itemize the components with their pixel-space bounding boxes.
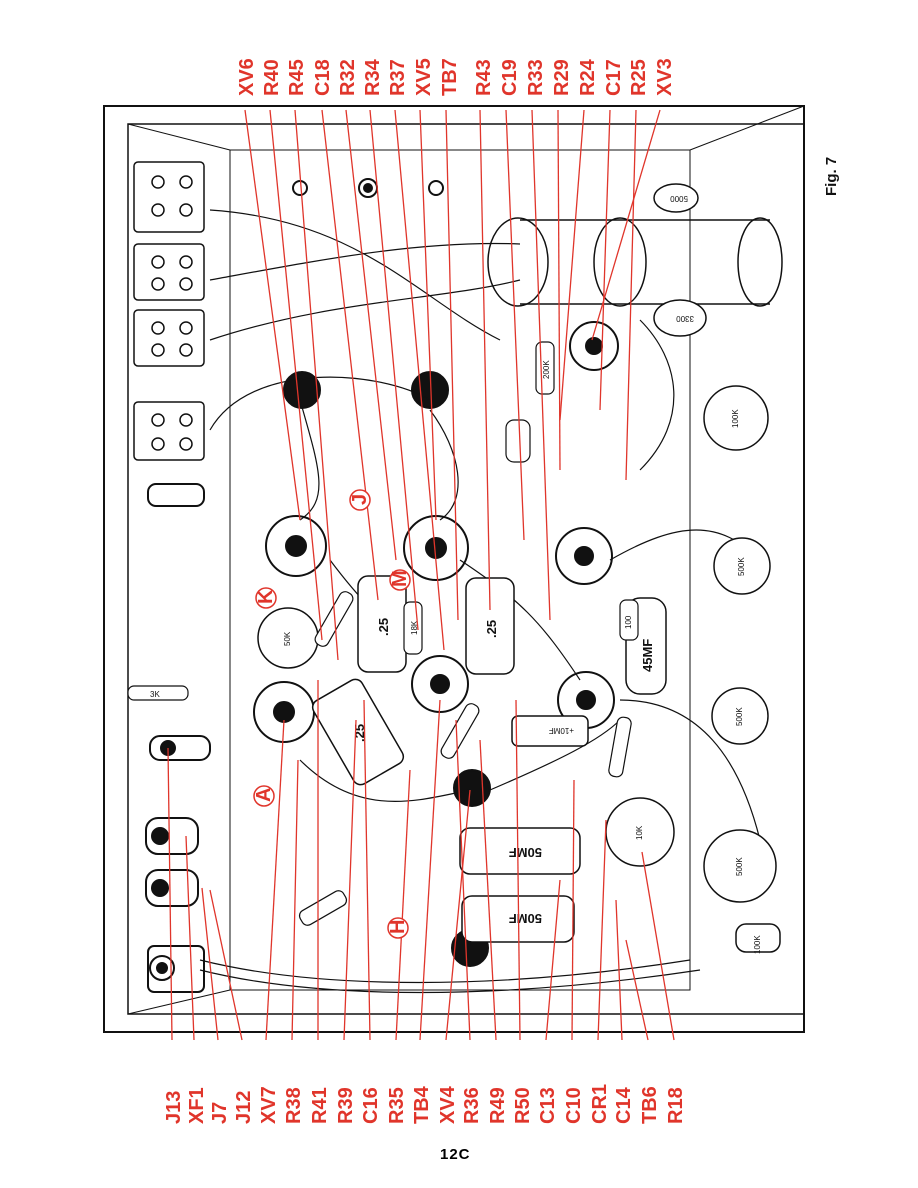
label-bottom-j13: J13 <box>163 1091 185 1124</box>
label-top-c18: C18 <box>312 59 334 96</box>
label-bottom-c16: C16 <box>360 1087 382 1124</box>
label-bottom-r39: R39 <box>335 1087 357 1124</box>
cap-25-c <box>311 678 405 786</box>
pot-100k <box>703 385 769 451</box>
res-3k <box>127 685 189 701</box>
label-bottom-xv7: XV7 <box>258 1086 280 1124</box>
label-top-c17: C17 <box>603 59 625 96</box>
cap-45mf-label: 45MF <box>640 639 655 672</box>
bottom-labels: J13 XF1 J7 J12 XV7 R38 R41 R39 C16 R35 T… <box>163 1084 687 1124</box>
svg-text:M: M <box>389 570 411 587</box>
resistors <box>127 341 639 926</box>
pot-500k-a <box>703 829 777 903</box>
pot-500k-c <box>711 687 769 745</box>
terminal-strips <box>133 161 205 461</box>
potentiometers <box>257 385 781 953</box>
label-bottom-r18: R18 <box>665 1087 687 1124</box>
cap-25-b-label: .25 <box>484 620 499 638</box>
label-bottom-r38: R38 <box>283 1087 305 1124</box>
cap-50mf-a-label: 50MF <box>509 845 542 860</box>
cer-5000-label: 5000 <box>670 194 688 203</box>
res-18k <box>403 601 423 655</box>
label-bottom-xf1: XF1 <box>186 1087 208 1124</box>
label-top-r45: R45 <box>286 59 308 96</box>
svg-text:K: K <box>255 589 277 604</box>
res-18k-label: 18K <box>410 620 419 635</box>
label-top-r25: R25 <box>628 59 650 96</box>
label-top-xv3: XV3 <box>654 58 676 96</box>
label-bottom-r50: R50 <box>512 1087 534 1124</box>
pot-500k-c-label: 500K <box>735 707 744 726</box>
cap-10mf-label: +10MF <box>549 726 574 735</box>
pot-100k-label: 100K <box>731 409 740 428</box>
label-top-xv6: XV6 <box>236 58 258 96</box>
label-bottom-c10: C10 <box>563 1087 585 1124</box>
label-bottom-tb6: TB6 <box>639 1086 661 1124</box>
cer-3300 <box>653 299 707 337</box>
cap-50mf-b-label: 50MF <box>509 911 542 926</box>
label-bottom-cr1: CR1 <box>589 1084 611 1124</box>
label-bottom-tb4: TB4 <box>411 1085 433 1124</box>
label-bottom-c14: C14 <box>613 1086 635 1124</box>
pot-100k-b <box>735 923 781 953</box>
svg-text:H: H <box>387 920 409 934</box>
component-value-labels: 50MF 50MF +10MF 45MF .25 .25 .25 10K 50K… <box>150 194 762 954</box>
pot-10k-label: 10K <box>635 825 644 840</box>
marker-h: H <box>387 917 409 939</box>
label-top-r37: R37 <box>387 59 409 96</box>
res-100-label: 100 <box>624 615 633 629</box>
chassis <box>103 105 805 1033</box>
circle-markers: A K J H M <box>253 489 411 939</box>
label-bottom-j12: J12 <box>233 1091 255 1124</box>
ceramic-discs <box>653 183 707 337</box>
pot-100k-b-label: 100K <box>753 935 762 954</box>
label-top-r34: R34 <box>362 58 384 96</box>
label-top-xv5: XV5 <box>413 58 435 96</box>
pot-500k-b <box>713 537 771 595</box>
svg-text:J: J <box>349 494 371 505</box>
label-top-r29: R29 <box>551 59 573 96</box>
trim-100 <box>505 419 531 463</box>
page-number: 12C <box>440 1146 471 1163</box>
pot-500k-b-label: 500K <box>737 557 746 576</box>
label-top-r33: R33 <box>525 59 547 96</box>
callout-lines-top <box>244 109 661 661</box>
callout-lines-bottom <box>167 680 675 1041</box>
marker-k: K <box>255 587 277 609</box>
label-bottom-r36: R36 <box>461 1087 483 1124</box>
cap-10mf <box>511 715 589 747</box>
label-top-r32: R32 <box>337 59 359 96</box>
top-labels: XV6 R40 R45 C18 R32 R34 R37 XV5 TB7 R43 … <box>236 58 676 96</box>
label-bottom-r49: R49 <box>487 1087 509 1124</box>
cer-5000 <box>653 183 699 213</box>
label-top-r40: R40 <box>261 59 283 96</box>
res-100 <box>619 599 639 641</box>
cap-50mf-a <box>459 827 581 875</box>
pot-500k-a-label: 500K <box>735 857 744 876</box>
label-bottom-r41: R41 <box>309 1087 331 1124</box>
rotary-switch <box>487 217 783 307</box>
cap-25-a-label: .25 <box>376 618 391 636</box>
label-top-r43: R43 <box>473 59 495 96</box>
label-top-tb7: TB7 <box>439 58 461 96</box>
svg-text:A: A <box>253 788 275 802</box>
jacks <box>145 483 211 993</box>
label-top-r24: R24 <box>577 58 599 96</box>
label-bottom-xv4: XV4 <box>437 1085 459 1124</box>
res-200k-label: 200K <box>542 360 551 379</box>
marker-a: A <box>253 785 275 807</box>
label-bottom-c13: C13 <box>537 1087 559 1124</box>
res-3k-label: 3K <box>150 690 160 699</box>
pot-50k-label: 50K <box>283 631 292 646</box>
marker-m: M <box>389 569 411 591</box>
marker-j: J <box>349 489 371 511</box>
label-bottom-j7: J7 <box>209 1102 231 1124</box>
figure-caption: Fig. 7 <box>823 157 840 196</box>
label-top-c19: C19 <box>499 59 521 96</box>
label-bottom-r35: R35 <box>386 1087 408 1124</box>
cer-3300-label: 3300 <box>676 314 694 323</box>
